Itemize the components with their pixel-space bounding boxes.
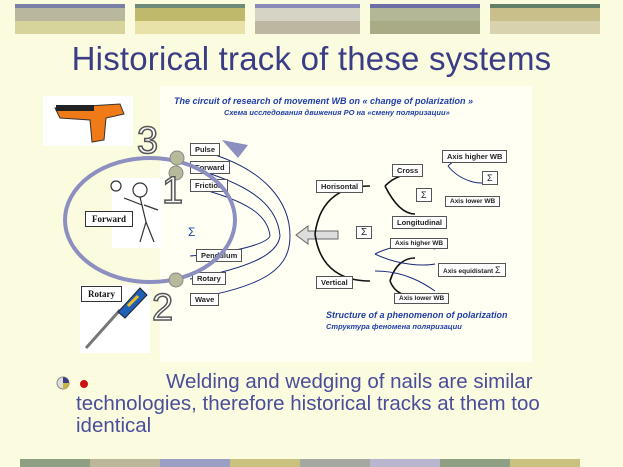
diagram-footer-en: Structure of a phenomenon of polarizatio… [326,310,508,320]
polarization-diagram: The circuit of research of movement WB o… [160,86,532,362]
box-sigma-r2: Σ [416,188,432,202]
diagram-connectors [189,147,491,300]
box-rotary: Rotary [192,272,226,285]
box-wave: Wave [190,293,220,306]
bottom-decor-stripe [0,459,623,467]
red-dot-icon [80,380,88,388]
box-forward: Forward [190,161,230,174]
box-axis-equidistant: Axis equidistant Σ [438,263,506,277]
diagram-header-en: The circuit of research of movement WB o… [174,96,474,106]
axis-equidistant-label: Axis equidistant [443,268,494,275]
box-axis-higher-1: Axis higher WB [442,150,508,163]
box-pendulum: Pendulum [196,249,243,262]
box-cross: Cross [392,164,424,177]
box-horisontal: Horisontal [316,180,364,193]
box-sigma-center: Σ [356,226,373,239]
number-3: 3 [136,119,159,163]
box-friction: Friction [190,179,228,192]
left-arrow-icon [295,225,339,245]
label-forward: Forward [85,211,133,227]
number-1: 1 [161,169,184,213]
slide-title: Historical track of these systems [71,40,552,77]
diagram-footer-ru: Структура феномена поляризации [326,322,462,331]
sigma-left: Σ [188,225,196,239]
nail-gun-image [43,96,133,146]
top-decor-stripe [0,4,623,34]
bullet-text-content: Welding and wedging of nails are similar… [76,370,540,437]
label-rotary: Rotary [81,286,122,302]
box-sigma-r1: Σ [482,171,498,185]
box-vertical: Vertical [316,276,353,289]
box-axis-higher-2: Axis higher WB [390,238,449,249]
sigma-equidistant: Σ [495,265,501,275]
box-axis-lower-2: Axis lower WB [394,293,450,304]
diagram-header-ru: Схема исследования движения РО на «смену… [224,108,450,117]
pie-bullet-icon [56,376,70,390]
box-axis-lower-1: Axis lower WB [445,196,501,207]
box-longitudinal: Longitudinal [392,216,447,229]
number-2: 2 [151,286,174,330]
box-pulse: Pulse [190,143,221,156]
bullet-text: Welding and wedging of nails are similar… [76,371,546,437]
